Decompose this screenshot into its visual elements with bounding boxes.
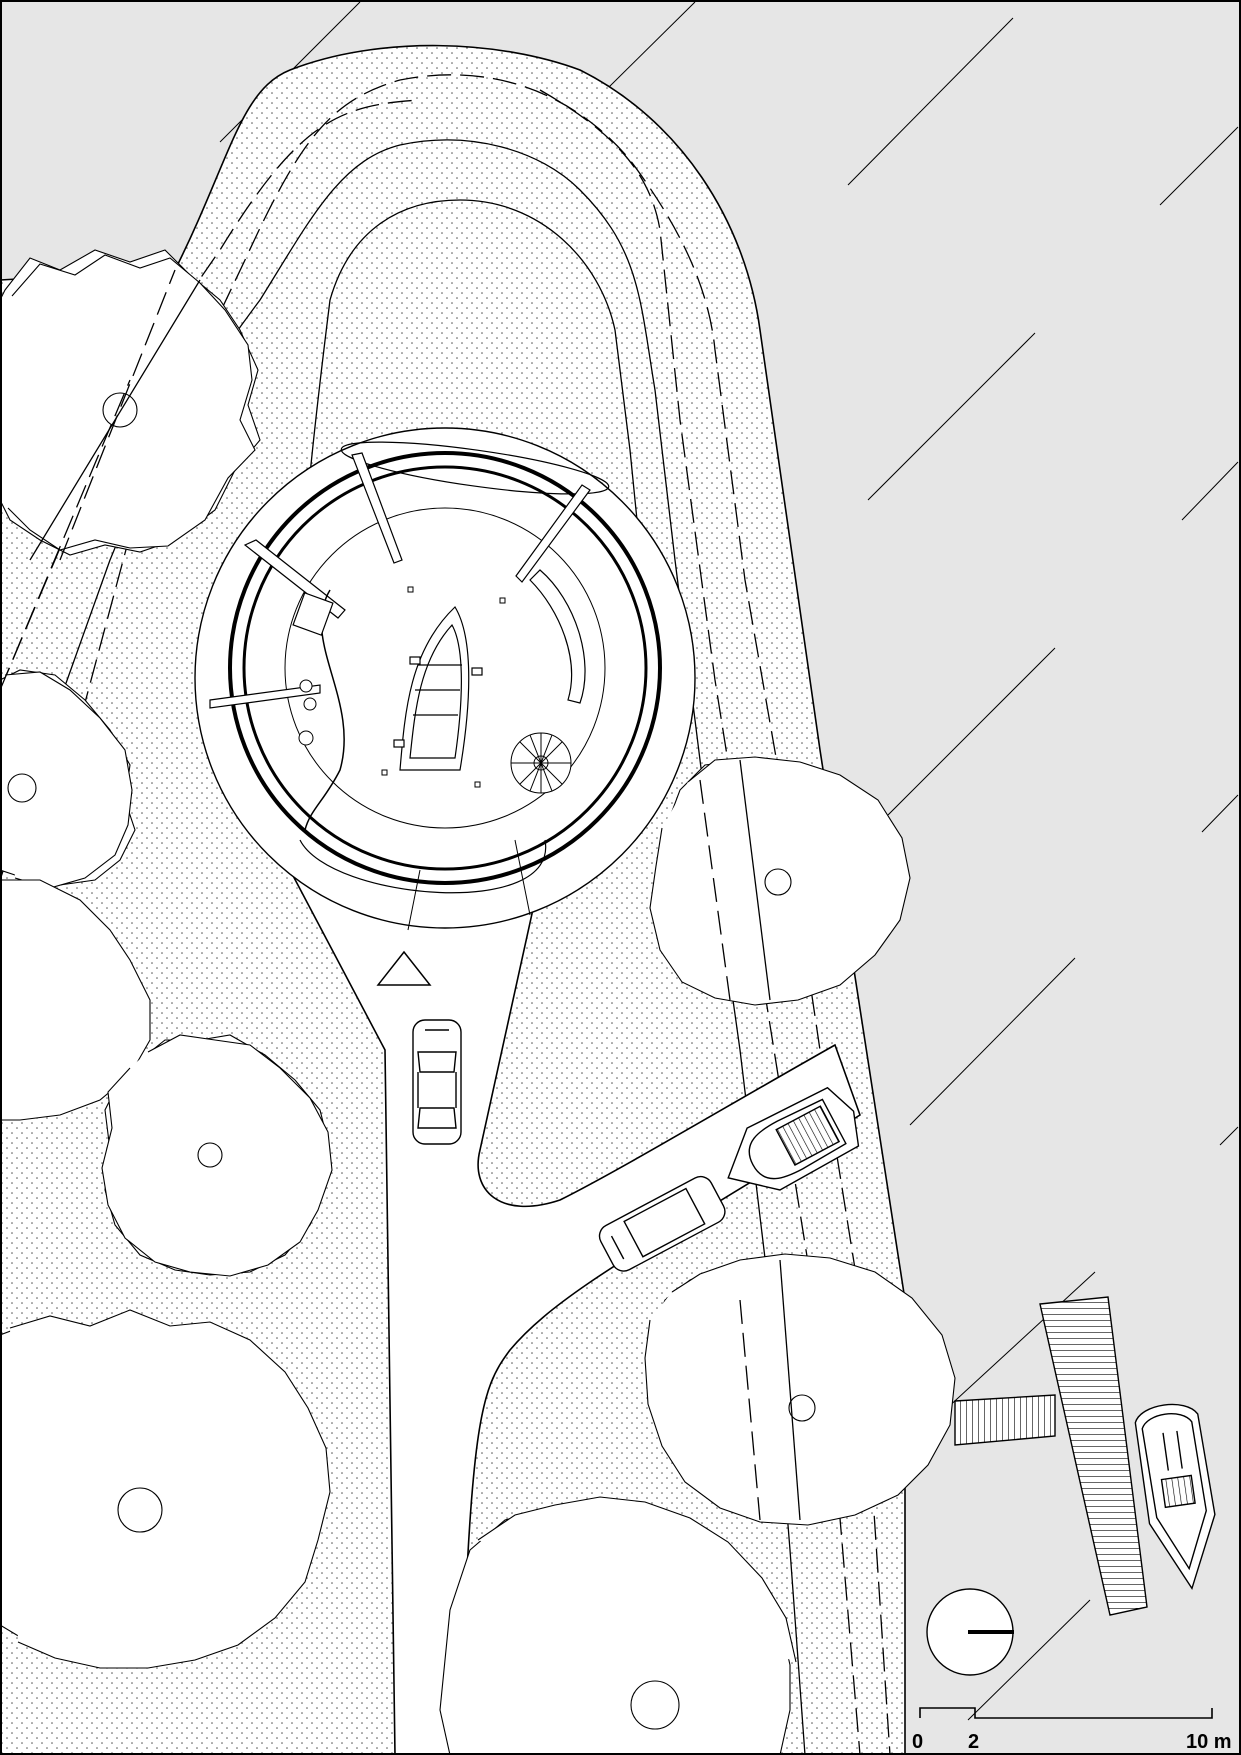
tree-icon [0, 249, 261, 556]
scale-label-10m: 10 m [1186, 1731, 1232, 1753]
tree-icon [439, 1496, 797, 1755]
car-icon [598, 1175, 726, 1272]
contour-over-trees-solid [29, 279, 801, 1521]
water-hatching [219, 1, 1239, 1721]
spiral-stair-icon [510, 732, 572, 794]
tree-icon [0, 879, 151, 1121]
tree-icon [0, 669, 136, 889]
tree-icon [649, 756, 911, 1006]
access-triangle-icon [376, 950, 432, 986]
north-arrow-icon [926, 1588, 1014, 1676]
motorboat-icon [1134, 1403, 1216, 1591]
pier-icon [954, 1296, 1148, 1616]
scale-bar: 0 2 10 m [912, 1707, 1232, 1753]
tree-icon [0, 1309, 331, 1669]
tree-icon [644, 1253, 956, 1526]
contour-lines [0, 74, 891, 1755]
trees [0, 249, 956, 1755]
car-icon [412, 1019, 462, 1145]
scale-label-0: 0 [912, 1731, 923, 1753]
tree-icon [101, 1034, 333, 1277]
rowboat-icon [393, 606, 483, 771]
motorboat-icon [727, 1086, 860, 1191]
scale-label-2: 2 [968, 1731, 979, 1753]
